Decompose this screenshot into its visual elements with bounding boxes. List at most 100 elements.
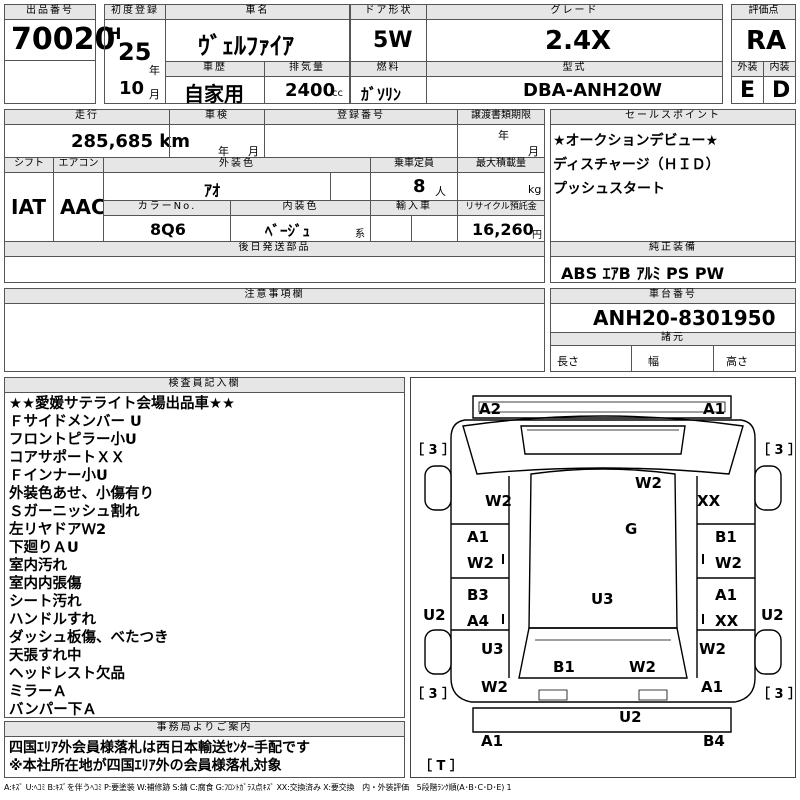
mark-w2-left-door1: W2: [467, 554, 494, 572]
recycle-value: 16,260: [472, 220, 534, 239]
mark-b3-left-door2: B3: [467, 586, 489, 604]
office-line: ※本社所在地が四国ｴﾘｱ外の会員様落札対象: [9, 758, 282, 774]
exterior-grade-value: E: [740, 78, 756, 103]
capacity-value: 8: [413, 176, 426, 197]
mark-w2-rear-center: W2: [629, 658, 656, 676]
mark-a1-right-back: A1: [701, 678, 723, 696]
history-cell: 自家用: [165, 76, 265, 106]
spec-length-cell: 長さ: [550, 345, 632, 372]
doors-value: 5W: [373, 28, 413, 53]
color-no-cell: 8Q6: [103, 215, 231, 242]
mark-b4-back-right: B4: [703, 732, 725, 750]
mark-w2-left-back: W2: [481, 678, 508, 696]
mark-w2-roof: W2: [635, 474, 662, 492]
import-label: 輸入車: [370, 200, 458, 216]
grade-value: 2.4X: [545, 26, 612, 56]
capacity-cell: 8 人: [370, 172, 458, 201]
car-name-cell: ｳﾞｪﾙﾌｧｲｱ: [165, 19, 350, 62]
mark-u2-bumper: U2: [619, 708, 642, 726]
sales-point-line: プッシュスタート: [553, 181, 665, 197]
tire-tread-right-front: ［ 3 ］: [757, 442, 795, 458]
displacement-label: 排気量: [264, 61, 350, 77]
exterior-color-value: ｱｵ: [204, 181, 221, 200]
lot-no-cell: 70020: [4, 19, 115, 61]
equipment-label: 純正装備: [550, 241, 796, 257]
inspector-label: 検査員記入欄: [4, 377, 405, 393]
lot-no-blank: [4, 60, 96, 104]
spec-width-label: 幅: [648, 355, 659, 368]
chassis-cell: ANH20-8301950: [550, 303, 796, 333]
interior-color-cell: ﾍﾞｰｼﾞｭ 系: [230, 215, 371, 242]
car-name-value: ｳﾞｪﾙﾌｧｲｱ: [198, 32, 294, 60]
lot-no-label: 出品番号: [4, 4, 96, 20]
plate-label: 登録番号: [264, 109, 458, 125]
mark-a1-back-left: A1: [481, 732, 503, 750]
sales-points-cell: ★オークションデビュー★ ディスチャージ（ＨＩＤ） プッシュスタート: [550, 124, 796, 242]
mark-b1-right-door1: B1: [715, 528, 737, 546]
inspector-line: フロントピラー小U: [9, 432, 137, 448]
mark-b1-rear-center: B1: [553, 658, 575, 676]
sales-point-line: ディスチャージ（ＨＩＤ）: [553, 157, 720, 173]
recycle-unit: 円: [532, 230, 542, 241]
grade-label: グレード: [426, 4, 723, 20]
inspector-line: ハンドルすれ: [9, 612, 96, 628]
aircon-label: エアコン: [53, 157, 104, 173]
capacity-label: 乗車定員: [370, 157, 458, 173]
mark-u3-left-rear: U3: [481, 640, 504, 658]
fuel-label: 燃料: [350, 61, 427, 77]
history-value: 自家用: [184, 82, 244, 106]
lot-no-value: 70020: [11, 22, 116, 57]
later-parts-cell: [4, 256, 545, 283]
car-outline: A2 A1 W2 W2 XX G A1 W2 B1 W2 B3 A4 A1 XX…: [411, 395, 795, 774]
mark-xx-right-fender: XX: [697, 492, 721, 510]
displacement-unit: cc: [332, 88, 343, 99]
inspector-line: ヘッドレスト欠品: [9, 666, 125, 682]
inspection-cell: 年 月: [169, 124, 265, 158]
inspector-line: Ｓガーニッシュ割れ: [9, 504, 140, 520]
mark-u2-right-side: U2: [761, 606, 784, 624]
fuel-value: ｶﾞｿﾘﾝ: [361, 85, 402, 104]
inspector-line: 左リヤドアＷ2: [9, 522, 107, 538]
notes-label: 注意事項欄: [4, 288, 545, 304]
shift-label: シフト: [4, 157, 54, 173]
import-cell: [370, 215, 458, 242]
score-cell: RA: [731, 19, 796, 62]
tire-tread-right-rear: ［ 3 ］: [757, 686, 795, 702]
mark-a4-left-door2: A4: [467, 612, 489, 630]
displacement-value: 2400: [285, 80, 336, 101]
max-load-unit: kg: [528, 183, 542, 196]
inspector-line: 室内内張傷: [9, 576, 82, 592]
office-cell: 四国ｴﾘｱ外会員様落札は西日本輸送ｾﾝﾀｰ手配です ※本社所在地が四国ｴﾘｱ外の…: [4, 736, 405, 778]
office-lines: 四国ｴﾘｱ外会員様落札は西日本輸送ｾﾝﾀｰ手配です ※本社所在地が四国ｴﾘｱ外の…: [9, 739, 310, 775]
mark-u3-center: U3: [591, 590, 614, 608]
mark-xx-right-door2: XX: [715, 612, 739, 630]
exterior-grade-cell: E: [731, 76, 764, 104]
exterior-color-label: 外装色: [103, 157, 371, 173]
first-reg-year: 25: [118, 38, 152, 66]
inspector-line: コアサポートＸＸ: [9, 450, 125, 466]
interior-color-label: 内装色: [230, 200, 371, 216]
mark-a1-front-right: A1: [703, 400, 725, 418]
transfer-deadline-month-unit: 月: [528, 145, 539, 158]
mark-w2-right-door1: W2: [715, 554, 742, 572]
first-reg-era: H: [108, 24, 122, 43]
equipment-cell: ABS ｴｱB ｱﾙﾐ PS PW: [550, 256, 796, 283]
inspector-line: 外装色あせ、小傷有り: [9, 486, 154, 502]
doors-label: ドア形状: [350, 4, 427, 20]
first-reg-month-unit: 月: [149, 88, 160, 101]
inspector-line: Ｆインナー小U: [9, 468, 108, 484]
mark-u2-left-side: U2: [423, 606, 446, 624]
inspector-line: Ｆサイドメンバー U: [9, 414, 142, 430]
spec-length-label: 長さ: [557, 355, 579, 368]
first-reg-month: 10: [119, 78, 145, 99]
recycle-cell: 16,260 円: [457, 215, 545, 242]
shift-cell: IAT: [4, 172, 54, 242]
sales-points-label: セールスポイント: [550, 109, 796, 125]
displacement-cell: 2400 cc: [264, 76, 350, 104]
inspector-line: バンパー下Ａ: [9, 702, 97, 718]
inspector-line: ダッシュ板傷、べたつき: [9, 630, 169, 646]
exterior-grade-label: 外装: [731, 61, 764, 77]
first-reg-label: 初度登録: [104, 4, 166, 20]
transfer-deadline-year-unit: 年: [498, 129, 509, 142]
chassis-label: 車台番号: [550, 288, 796, 304]
